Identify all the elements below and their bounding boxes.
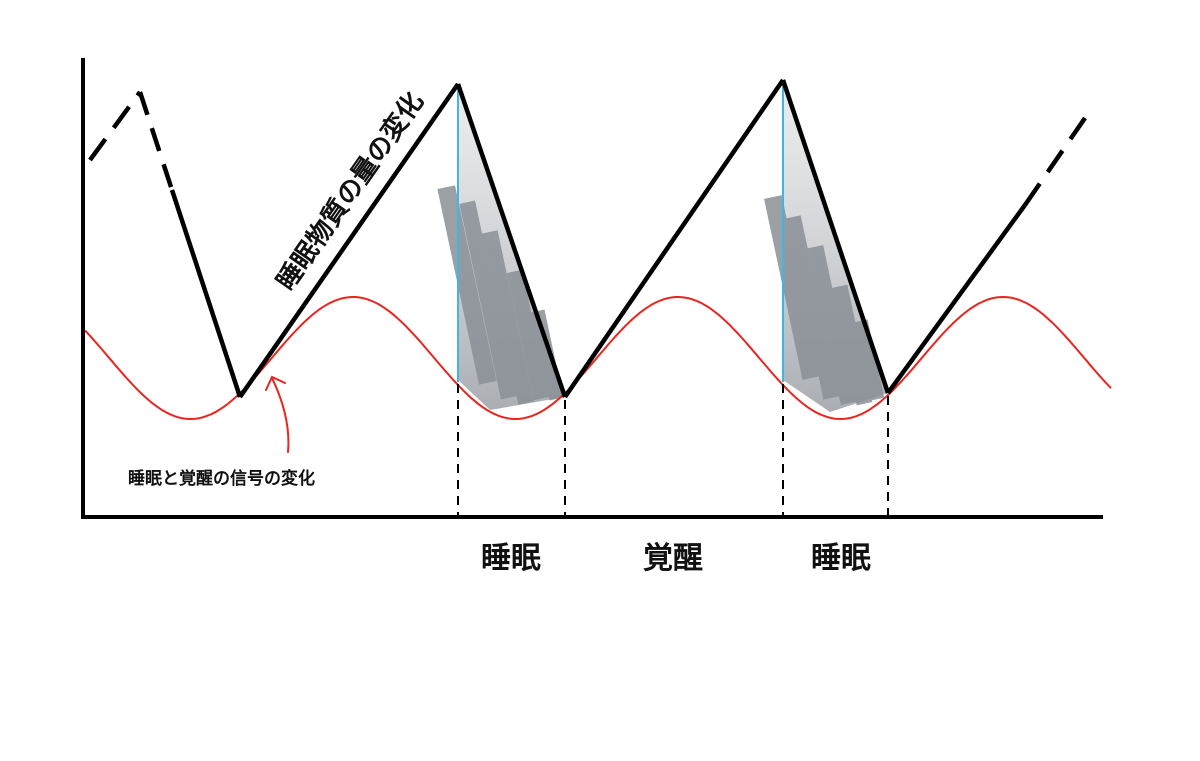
phase-label-wake: 覚醒	[643, 541, 703, 576]
sleep-substance-line	[88, 78, 1087, 399]
phase-label-sleep-2: 睡眠	[811, 541, 871, 576]
signal-pointer-arrow	[265, 375, 290, 453]
phase-boundaries	[457, 384, 889, 516]
phase-label-sleep-1: 睡眠	[481, 541, 541, 576]
sleep-substance-label: 睡眠物質の量の変化	[270, 87, 430, 296]
sleep-shading-1	[437, 84, 565, 410]
signal-label: 睡眠と覚醒の信号の変化	[128, 468, 315, 489]
signal-curve	[84, 295, 1112, 421]
